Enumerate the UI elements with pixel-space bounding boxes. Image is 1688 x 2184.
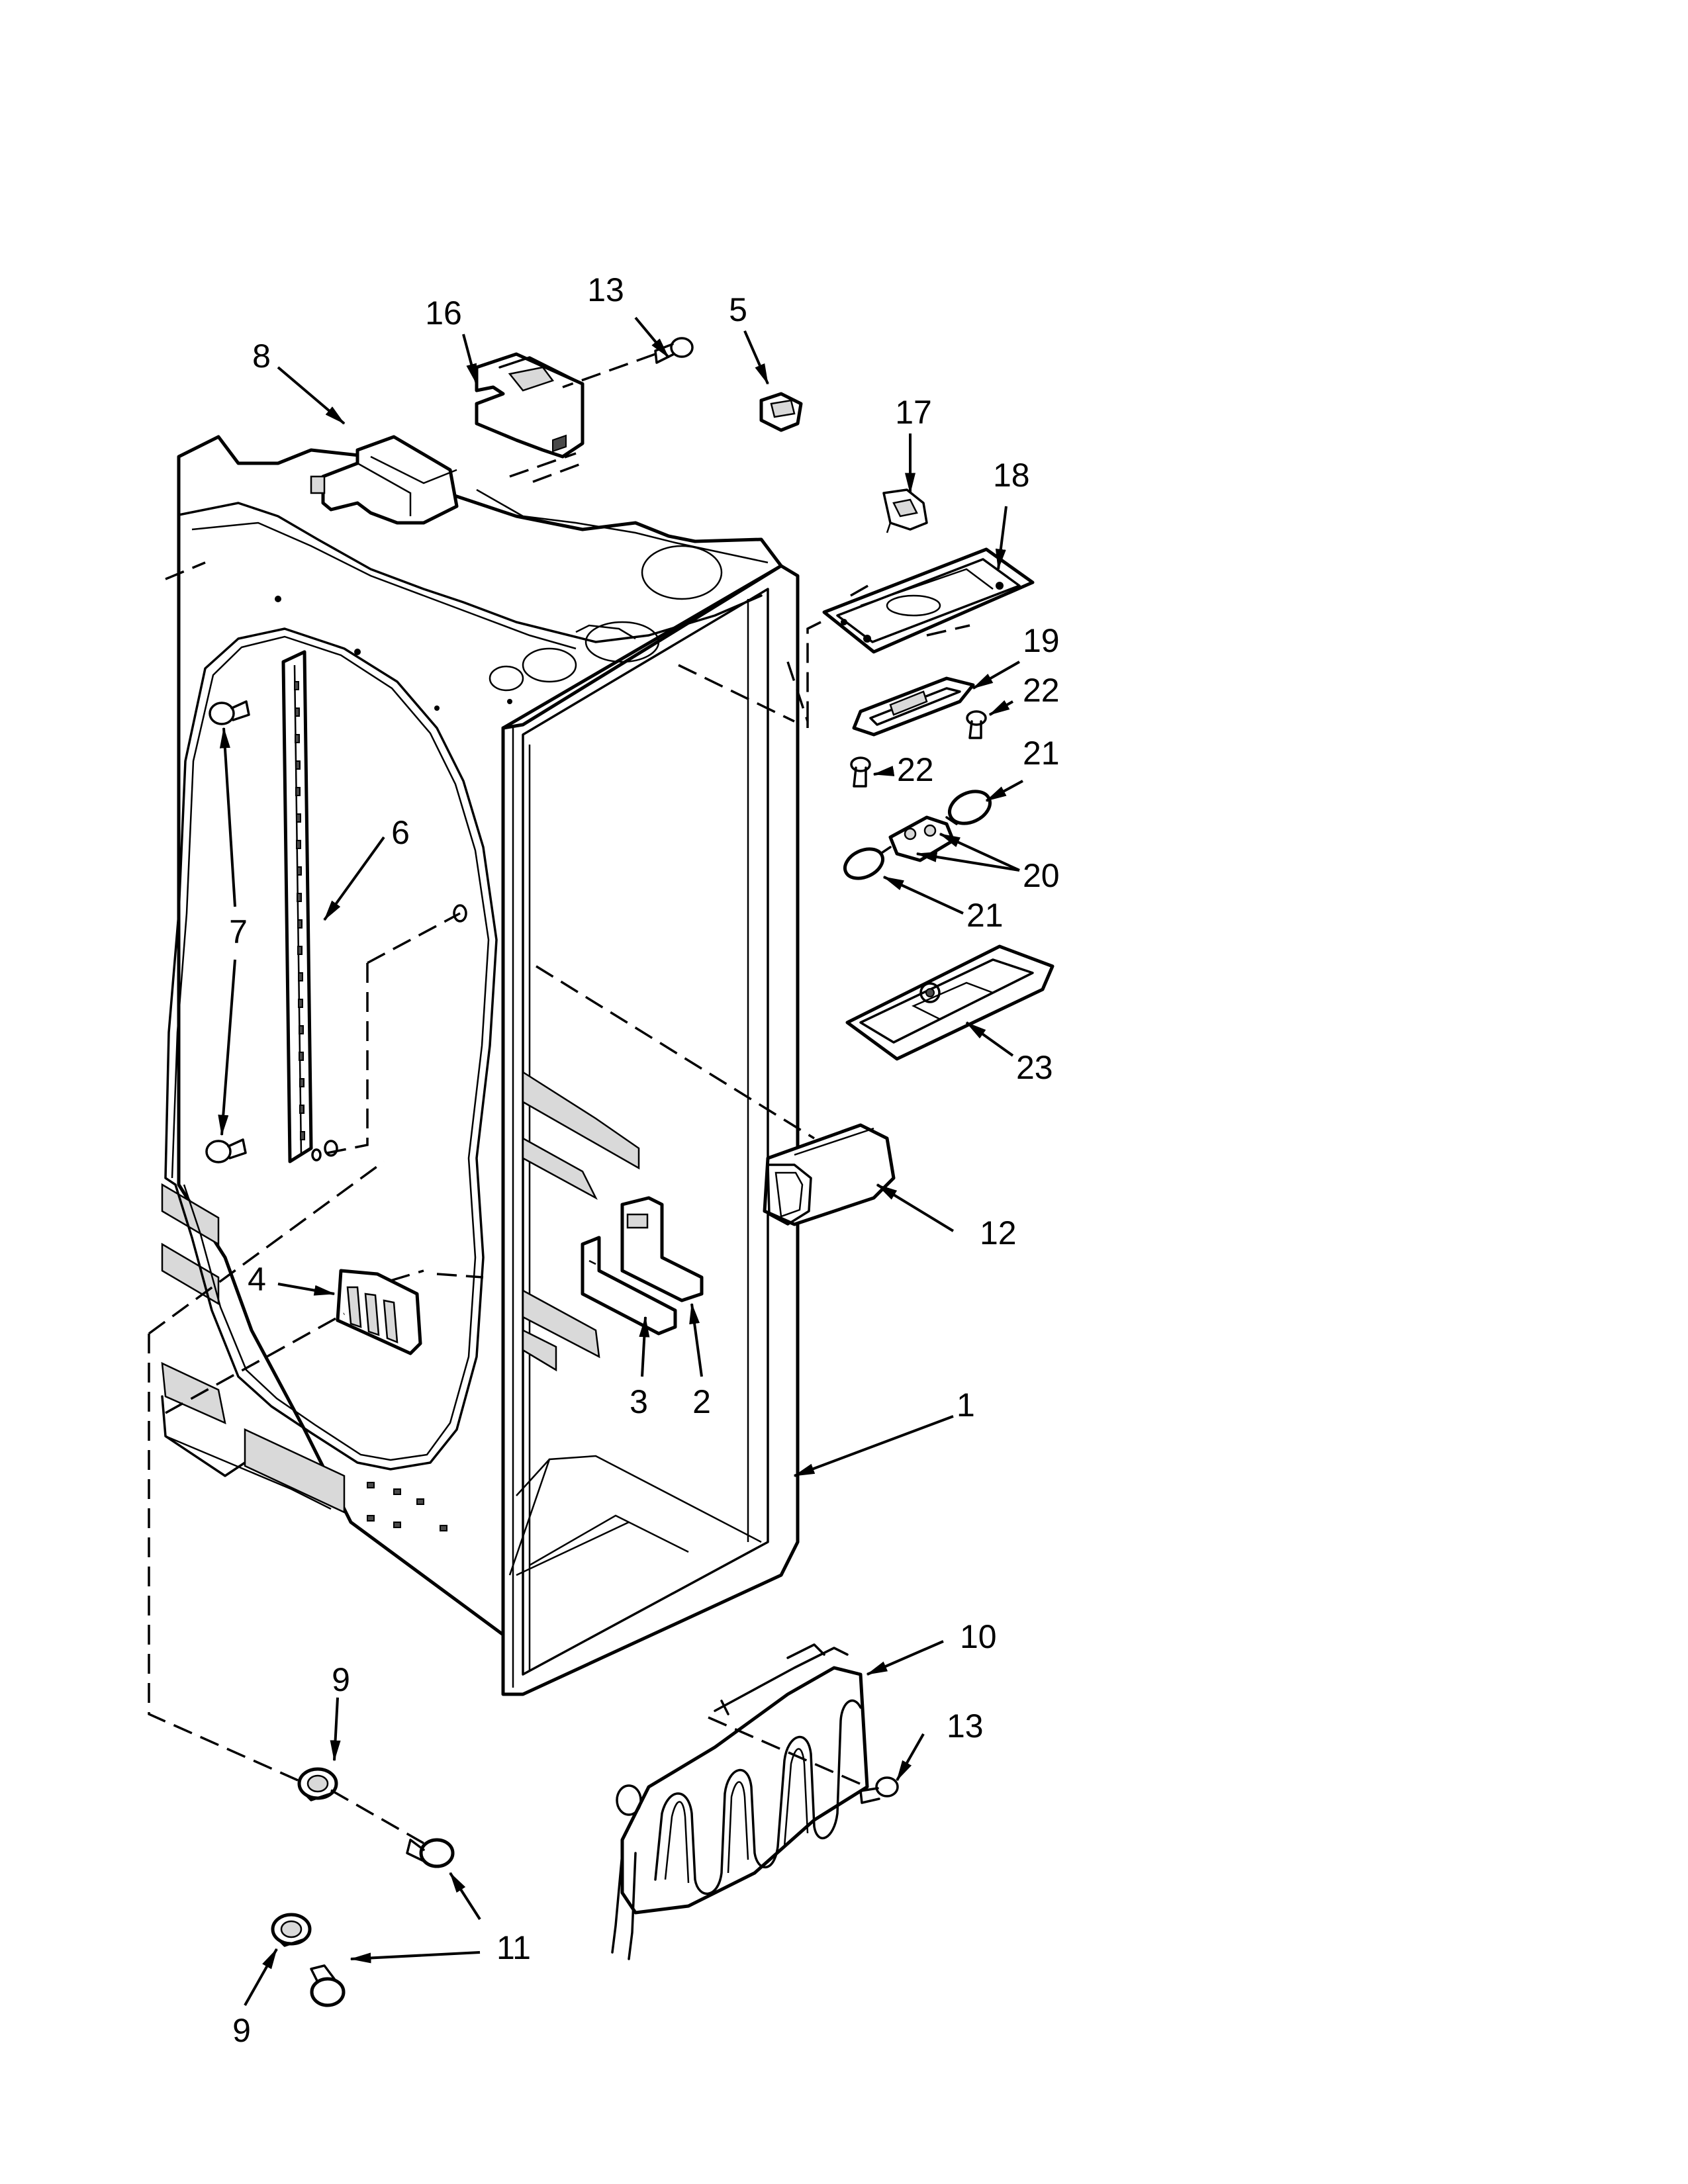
switch-17 — [882, 488, 928, 533]
callout-22-left: 22 — [897, 751, 934, 788]
callout-6: 6 — [391, 814, 410, 851]
screw-22-left — [850, 756, 871, 788]
callout-4: 4 — [248, 1261, 266, 1298]
rail-slots — [294, 681, 305, 1140]
light-housing-18 — [822, 547, 1035, 654]
callout-17: 17 — [895, 394, 932, 431]
callout-13-top: 13 — [587, 271, 624, 308]
screw-13-top — [654, 337, 694, 364]
leader-arrows — [218, 316, 1023, 2006]
screw-22-right — [966, 710, 987, 739]
screw-13-bottom — [859, 1776, 899, 1804]
screw-11-top — [406, 1838, 455, 1868]
callout-22-right: 22 — [1023, 672, 1060, 709]
callout-9-top: 9 — [332, 1661, 350, 1698]
vent-grille — [336, 1269, 422, 1355]
callout-21-top: 21 — [1023, 735, 1060, 772]
cover-23 — [845, 944, 1055, 1061]
callout-5: 5 — [729, 291, 747, 328]
evaporator-coil-10 — [611, 1643, 869, 1960]
callout-19: 19 — [1023, 622, 1060, 659]
callout-21-bottom: 21 — [966, 897, 1004, 934]
callout-9-bottom: 9 — [232, 2012, 251, 2049]
lens-19 — [852, 676, 975, 737]
callout-2: 2 — [692, 1383, 711, 1420]
bracket-2 — [620, 1196, 704, 1302]
bracket-3 — [581, 1236, 677, 1336]
callout-13-bottom: 13 — [947, 1707, 984, 1745]
control-housing — [763, 1123, 896, 1226]
screw-bottom — [205, 1138, 247, 1163]
callout-8: 8 — [252, 338, 271, 375]
callout-11: 11 — [496, 1929, 531, 1966]
screw-11-bottom — [310, 1964, 346, 2007]
assembly-lines — [148, 353, 970, 1844]
grommet-9-top — [297, 1767, 338, 1801]
screw-top — [209, 700, 250, 725]
callout-23: 23 — [1016, 1049, 1053, 1086]
bracket-16 — [475, 352, 585, 459]
grommet-9-bottom — [271, 1913, 312, 1947]
bulb-21-bottom — [843, 846, 892, 880]
shelf-rail — [281, 650, 313, 1163]
callout-10: 10 — [960, 1618, 997, 1655]
callout-20: 20 — [1023, 857, 1060, 894]
callout-12: 12 — [980, 1214, 1017, 1251]
callout-1: 1 — [957, 1387, 975, 1424]
callout-7: 7 — [229, 913, 248, 950]
callout-16: 16 — [425, 295, 462, 332]
wire-harness — [164, 627, 498, 1471]
clip-5 — [759, 392, 803, 432]
callout-18: 18 — [993, 457, 1030, 494]
callout-3: 3 — [630, 1383, 648, 1420]
bulb-21-top — [945, 790, 992, 825]
control-box-8 — [310, 435, 459, 525]
